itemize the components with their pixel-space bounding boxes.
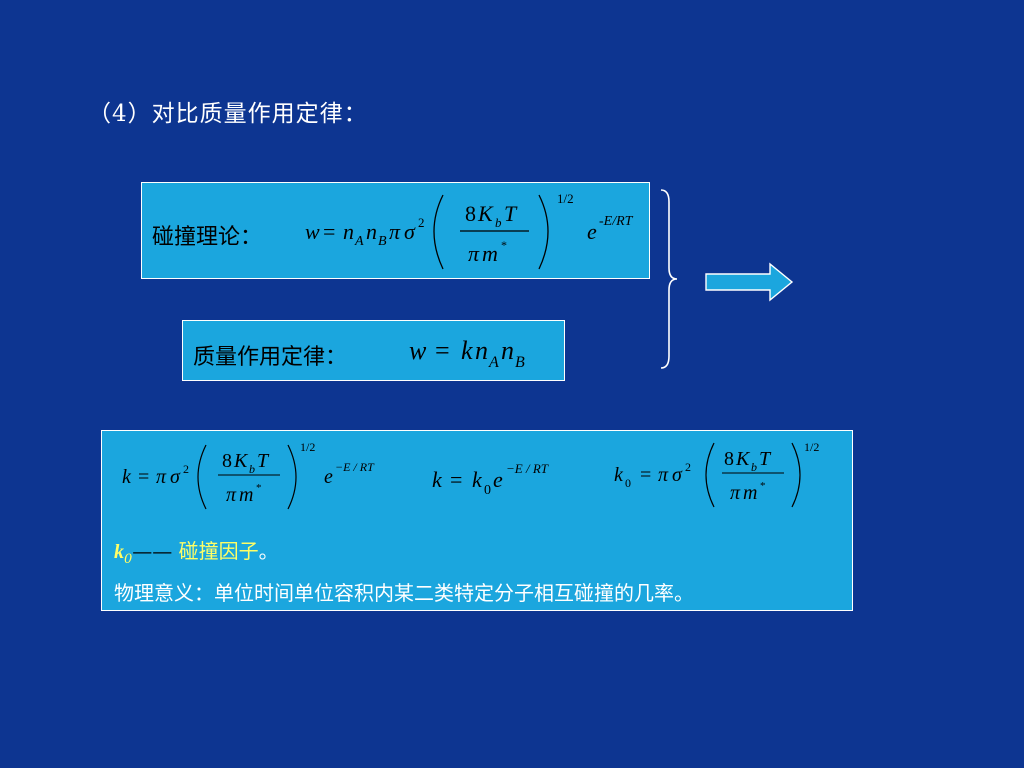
mass-action-formula: w = k n A n B xyxy=(409,336,525,371)
formula-sub-b: B xyxy=(378,234,387,249)
mass-action-label: 质量作用定律： xyxy=(193,345,348,370)
formula-e: e xyxy=(587,219,597,244)
ma-equals: = xyxy=(435,336,450,365)
k0-period: 。 xyxy=(258,539,279,563)
k0-line: k0—— 碰撞因子。 xyxy=(114,535,279,567)
physical-meaning-text: 物理意义：单位时间单位容积内某二类特定分子相互碰撞的几率。 xyxy=(114,581,694,605)
collision-theory-box: 碰撞理论： w = n A n B π σ 2 8 K b T π m * 1/… xyxy=(141,182,650,279)
formula-pi-denom: π xyxy=(468,241,480,266)
f3-k-boltzmann: K xyxy=(735,448,751,470)
right-paren xyxy=(538,194,549,270)
ma-n-a: n xyxy=(475,336,488,365)
formula-square: 2 xyxy=(418,215,425,230)
f1-k-boltzmann: K xyxy=(233,450,249,472)
f1-sub-b: b xyxy=(249,462,255,476)
f3-sigma: σ xyxy=(672,464,683,486)
f3-pi-denom: π xyxy=(730,482,741,504)
collision-rate-formula: w = n A n B π σ 2 8 K b T π m * 1/2 e -E… xyxy=(305,191,634,270)
slide-heading: （4）对比质量作用定律： xyxy=(88,101,368,127)
k0-dash: —— xyxy=(132,539,173,563)
f2-exponent: −E / RT xyxy=(506,461,549,476)
formula-half: 1/2 xyxy=(557,191,574,206)
f1-m: m xyxy=(239,484,253,506)
ma-n-b: n xyxy=(501,336,514,365)
f3-left-paren xyxy=(705,442,715,508)
f1-eight: 8 xyxy=(222,450,232,472)
f1-t: T xyxy=(257,450,270,472)
formula-equals: = xyxy=(323,219,335,244)
formula-n-b: n xyxy=(366,219,377,244)
f2-equals: = xyxy=(450,467,462,492)
left-paren xyxy=(433,194,444,270)
f1-left-paren xyxy=(197,444,207,510)
formula-w: w xyxy=(305,219,320,244)
f3-right-paren xyxy=(791,442,801,508)
formula-k-arrhenius: k = k 0 e −E / RT xyxy=(432,461,549,498)
ma-k: k xyxy=(461,336,473,365)
f1-equals: = xyxy=(138,466,149,488)
formula-star: * xyxy=(501,238,507,252)
formula-k-collision: k = π σ 2 8 K b T π m * 1/2 e −E / RT xyxy=(122,440,375,510)
f1-square: 2 xyxy=(183,462,189,476)
f1-pi-denom: π xyxy=(226,484,237,506)
right-brace xyxy=(660,189,678,369)
f3-m: m xyxy=(743,482,757,504)
formula-sub-a: A xyxy=(354,234,364,249)
f3-square: 2 xyxy=(685,460,691,474)
right-arrow-icon xyxy=(705,262,794,302)
f1-e: e xyxy=(324,466,333,488)
f2-k0: k xyxy=(472,467,483,492)
formula-t: T xyxy=(504,201,518,226)
formula-eight: 8 xyxy=(465,201,476,226)
collision-factor-term: 碰撞因子 xyxy=(178,539,259,563)
f2-e: e xyxy=(493,467,503,492)
f1-k: k xyxy=(122,466,132,488)
formula-n-a: n xyxy=(343,219,354,244)
f3-equals: = xyxy=(640,464,651,486)
f3-star: * xyxy=(760,480,766,492)
f3-sub-b: b xyxy=(751,460,757,474)
f1-pi: π xyxy=(156,466,167,488)
formula-pi: π xyxy=(389,219,401,244)
formula-sub-b-lower: b xyxy=(495,215,502,230)
f1-exponent: −E / RT xyxy=(335,460,375,474)
f3-t: T xyxy=(759,448,772,470)
formula-k0: k 0 = π σ 2 8 K b T π m * 1/2 xyxy=(614,440,819,508)
formula-exponent: -E/RT xyxy=(599,214,634,229)
formula-m: m xyxy=(482,241,498,266)
k0-subscript: 0 xyxy=(124,552,133,567)
collision-theory-label: 碰撞理论： xyxy=(152,225,263,250)
f3-sub0: 0 xyxy=(625,476,631,490)
ma-sub-a: A xyxy=(488,354,499,371)
formula-sigma: σ xyxy=(404,219,416,244)
f1-half: 1/2 xyxy=(300,440,315,454)
f1-star: * xyxy=(256,482,262,494)
ma-w: w xyxy=(409,336,427,365)
f3-k: k xyxy=(614,464,624,486)
formula-k-boltzmann: K xyxy=(477,201,494,226)
f1-right-paren xyxy=(287,444,297,510)
ma-sub-b: B xyxy=(515,354,525,371)
rate-constant-formulas: k = π σ 2 8 K b T π m * 1/2 e −E / RT k … xyxy=(122,440,819,510)
f3-eight: 8 xyxy=(724,448,734,470)
f3-pi: π xyxy=(658,464,669,486)
k0-symbol: k xyxy=(114,541,124,563)
f2-sub0: 0 xyxy=(484,483,491,498)
f3-half: 1/2 xyxy=(804,440,819,454)
rate-constant-box: k = π σ 2 8 K b T π m * 1/2 e −E / RT k … xyxy=(101,430,853,611)
f2-k: k xyxy=(432,467,443,492)
f1-sigma: σ xyxy=(170,466,181,488)
mass-action-box: 质量作用定律： w = k n A n B xyxy=(182,320,565,381)
